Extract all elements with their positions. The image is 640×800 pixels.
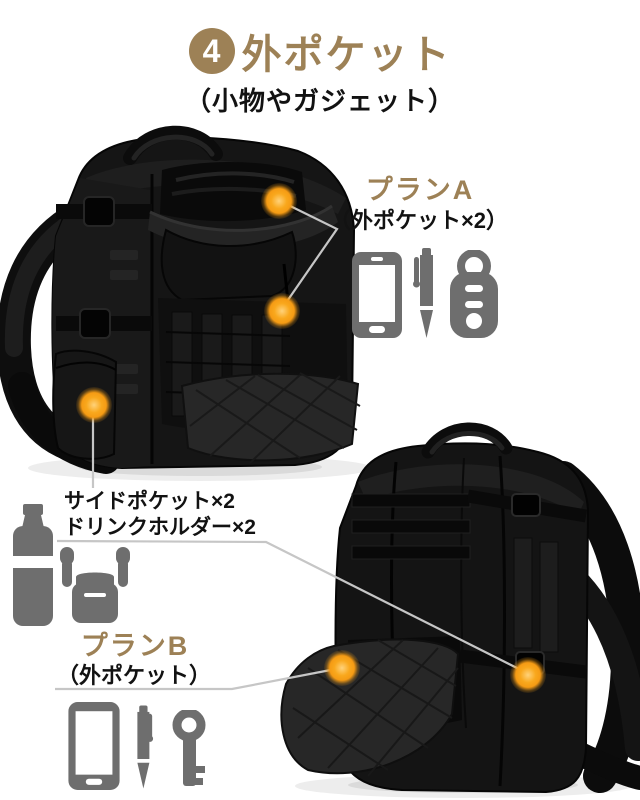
smartphone-icon <box>68 702 120 790</box>
pocket-marker <box>76 387 112 423</box>
plan-b-icons <box>68 702 214 790</box>
key-fob-icon <box>450 250 498 338</box>
side-pocket-note-line2: ドリンクホルダー×2 <box>64 515 256 539</box>
page-subtitle: （小物やガジェット） <box>184 86 455 116</box>
plan-b-detail: （外ポケット） <box>56 663 211 688</box>
wireless-earbuds-icon <box>60 547 130 623</box>
pocket-marker <box>261 183 297 219</box>
opened-pocket-flap <box>180 372 360 462</box>
pen-icon <box>413 248 433 338</box>
backpack-handle <box>123 125 223 165</box>
backpack-photo-back <box>280 422 640 798</box>
page-title: 4 外ポケット <box>0 22 640 80</box>
badge-number: 4 <box>202 33 221 69</box>
side-pocket-note: サイドポケット×2 ドリンクホルダー×2 <box>64 489 256 540</box>
side-pocket-note-line1: サイドポケット×2 <box>64 490 235 513</box>
plan-a-label: プランA <box>365 175 475 205</box>
pocket-marker <box>264 293 300 329</box>
pen-icon <box>137 705 154 789</box>
key-icon <box>172 710 206 786</box>
bottle-icon <box>13 504 53 626</box>
title-text: 外ポケット <box>241 33 452 77</box>
plan-a-detail: （外ポケット×2） <box>328 208 509 233</box>
number-4-badge: 4 <box>188 28 235 74</box>
header: 4 外ポケット （小物やガジェット） <box>0 22 640 118</box>
backpack-handle <box>421 422 513 459</box>
backpack-photo-front <box>0 125 372 481</box>
smartphone-icon <box>352 252 402 338</box>
pocket-marker <box>510 657 546 693</box>
pocket-marker <box>324 650 360 686</box>
plan-a-icons <box>352 248 500 338</box>
